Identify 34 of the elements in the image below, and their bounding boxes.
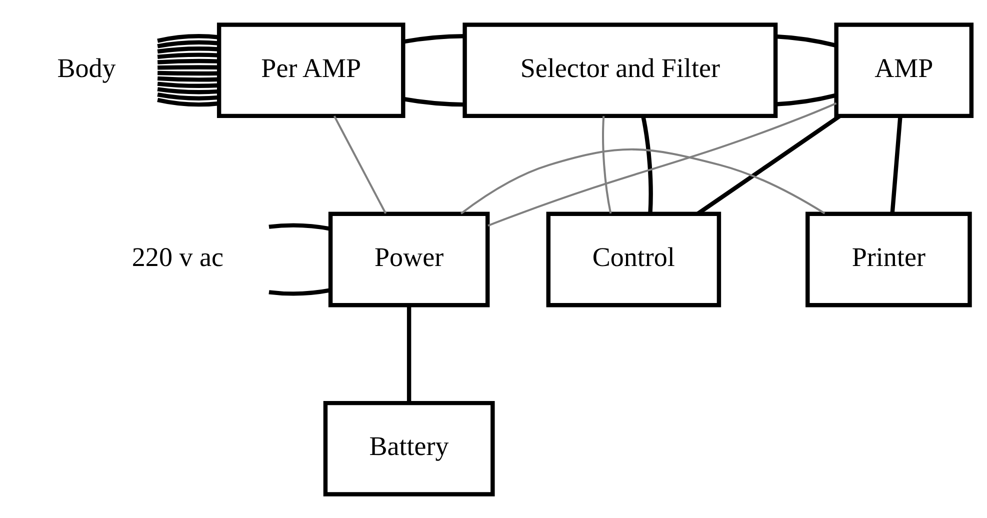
node-text: Body	[57, 52, 116, 82]
connector	[890, 115, 902, 214]
node-box: Control	[546, 211, 722, 307]
connector	[158, 70, 219, 76]
connector	[268, 288, 331, 296]
connector	[157, 97, 219, 106]
node-box: Power	[328, 211, 490, 307]
connector	[403, 96, 464, 106]
connector	[602, 116, 612, 214]
connector	[157, 34, 219, 42]
connector	[157, 52, 219, 59]
node-text: 220 v ac	[132, 241, 224, 272]
connector	[157, 76, 219, 82]
connector	[157, 40, 219, 48]
connector	[776, 92, 836, 106]
connector	[157, 86, 219, 94]
node-box: Per AMP	[216, 22, 406, 118]
connector	[157, 81, 219, 88]
connector	[333, 115, 387, 214]
connector	[641, 115, 653, 214]
connector	[157, 58, 219, 64]
connector	[403, 34, 464, 44]
connector	[776, 34, 836, 47]
node-box: Battery	[323, 400, 495, 496]
node-box: Selector and Filter	[462, 22, 778, 118]
node-box: Printer	[806, 211, 972, 307]
connector	[268, 222, 331, 230]
connector	[488, 102, 837, 226]
connector	[158, 64, 219, 70]
connector	[460, 148, 826, 214]
connector	[406, 304, 412, 402]
connector	[157, 46, 219, 54]
node-box: AMP	[834, 22, 974, 118]
connector	[157, 92, 219, 100]
